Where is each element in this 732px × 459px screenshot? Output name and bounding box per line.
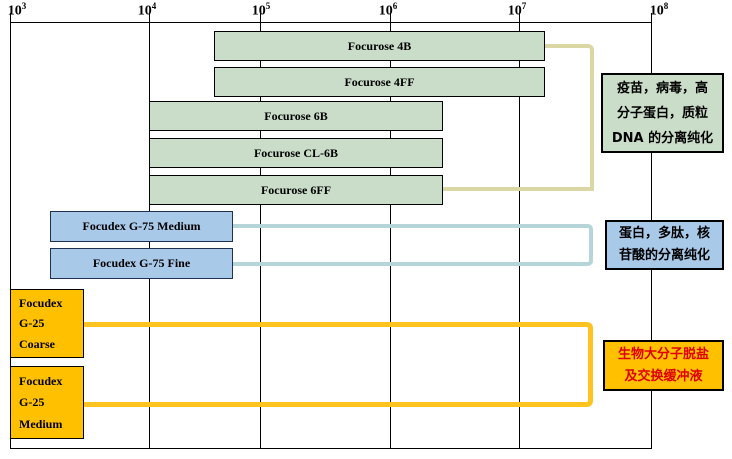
bar-label-line: Coarse [19, 336, 55, 351]
gridline-10e5 [260, 22, 261, 448]
bar-focudex-g75-fine: Focudex G-75 Fine [50, 248, 233, 279]
bar-label: Focurose 6FF [260, 182, 332, 197]
bar-focudex-g25-medium: Focudex G-25 Medium [10, 366, 84, 439]
bar-label: Focurose 6B [264, 108, 328, 123]
annotation-line: DNA 的分离纯化 [611, 130, 714, 146]
plot-border-top [10, 22, 652, 23]
gridline-10e7 [519, 22, 520, 448]
annotation-line: 苷酸的分离纯化 [618, 248, 710, 263]
plot-border-bottom [10, 448, 652, 449]
bar-label: Focurose CL-6B [253, 145, 339, 160]
bar-focurose-cl6b: Focurose CL-6B [149, 138, 443, 168]
bar-label-line: G-25 [19, 316, 45, 330]
axis-tick-10e4 [149, 13, 150, 22]
x-axis-label-10e7: 107 [507, 1, 527, 19]
bar-label-line: Focudex [19, 295, 63, 310]
axis-tick-10e8 [651, 13, 652, 22]
bar-focudex-g25-coarse: Focudex G-25 Coarse [10, 289, 84, 358]
annotation-focurose-applications: 疫苗，病毒，高 分子蛋白，质粒 DNA 的分离纯化 [601, 73, 724, 153]
annotation-line: 及交换缓冲液 [624, 368, 703, 384]
axis-tick-10e7 [519, 13, 520, 22]
annotation-line: 蛋白，多肽，核 [618, 226, 710, 241]
x-axis-label-10e3: 103 [7, 1, 27, 19]
annotation-g75-applications: 蛋白，多肽，核 苷酸的分离纯化 [605, 220, 724, 270]
bar-label: Focudex G-75 Fine [92, 256, 191, 270]
bar-focurose-4ff: Focurose 4FF [214, 67, 545, 97]
annotation-line: 疫苗，病毒，高 [616, 80, 708, 96]
x-axis-label-10e8: 108 [649, 1, 669, 19]
x-axis-label-10e5: 105 [251, 1, 271, 19]
x-axis-label-10e4: 104 [137, 1, 157, 19]
g75-connector-bracket [233, 224, 593, 266]
bar-label: Focudex G-75 Medium [82, 219, 201, 233]
focurose-connector-bottom [443, 187, 594, 191]
bar-label: Focurose 4FF [344, 74, 415, 89]
bar-focurose-4b: Focurose 4B [214, 31, 545, 61]
plot-border-left [10, 22, 11, 448]
g25-connector-bracket [83, 322, 593, 407]
bar-focurose-6b: Focurose 6B [149, 101, 443, 131]
bar-label: Focurose 4B [347, 38, 412, 53]
bar-label-line: Focudex [19, 373, 63, 388]
annotation-line: 生物大分子脱盐 [617, 346, 709, 362]
bar-label-line: G-25 [19, 395, 45, 409]
focurose-connector-corner [545, 44, 594, 190]
bar-focudex-g75-medium: Focudex G-75 Medium [50, 211, 233, 242]
axis-tick-10e5 [260, 13, 261, 22]
axis-tick-10e3 [10, 13, 11, 22]
gridline-10e6 [390, 22, 391, 448]
axis-tick-10e6 [390, 13, 391, 22]
annotation-line: 分子蛋白，质粒 [616, 105, 708, 121]
x-axis-label-10e6: 106 [378, 1, 398, 19]
bar-focurose-6ff: Focurose 6FF [149, 175, 443, 205]
annotation-g25-applications: 生物大分子脱盐 及交换缓冲液 [603, 340, 724, 391]
bar-label-line: Medium [19, 416, 63, 431]
